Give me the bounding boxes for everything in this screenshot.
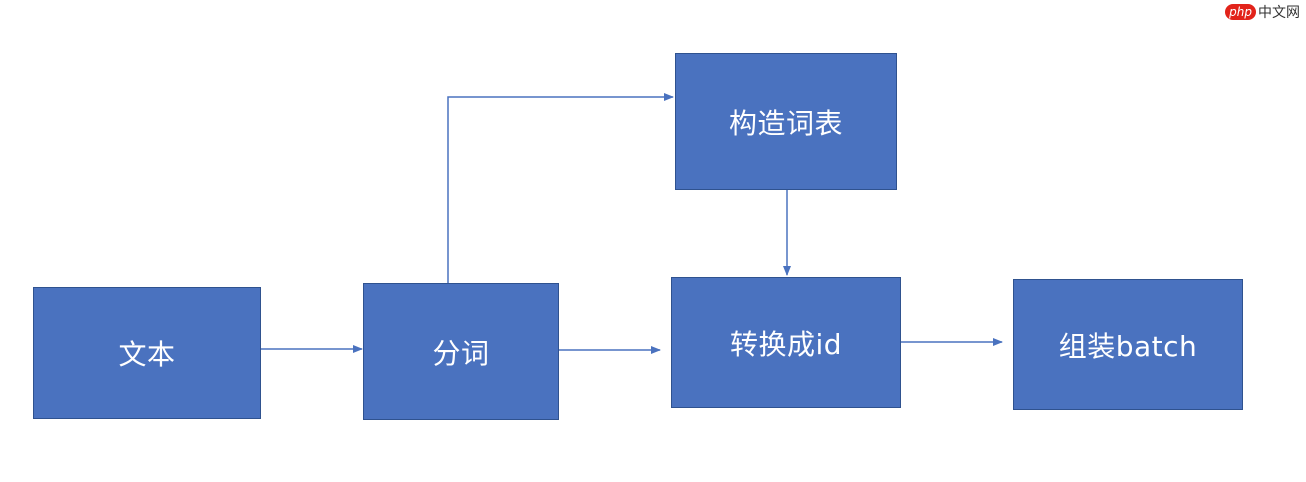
php-logo: php xyxy=(1225,4,1256,20)
node-assemble-batch-label: 组装batch xyxy=(1058,329,1198,363)
node-convert-ids-label: 转换成id xyxy=(729,327,843,361)
node-text: 文本 xyxy=(33,287,261,419)
watermark-text: 中文网 xyxy=(1258,5,1300,21)
node-build-vocab: 构造词表 xyxy=(675,53,897,190)
node-text-label: 文本 xyxy=(118,338,176,371)
node-convert-ids: 转换成id xyxy=(671,277,901,408)
node-assemble-batch: 组装batch xyxy=(1013,279,1243,410)
watermark: php 中文网 xyxy=(1225,2,1300,22)
node-segmentation-label: 分词 xyxy=(432,336,490,370)
node-segmentation: 分词 xyxy=(363,283,559,420)
edge-segmentation-to-build-vocab xyxy=(447,93,674,283)
node-build-vocab-label: 构造词表 xyxy=(728,106,843,140)
